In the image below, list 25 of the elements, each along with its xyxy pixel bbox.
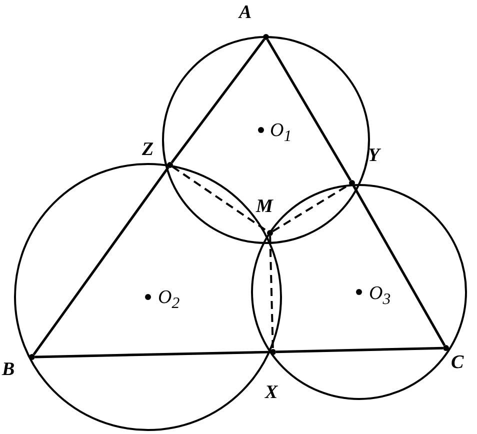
- point-label: A: [239, 3, 252, 22]
- line-segment: [276, 346, 444, 354]
- dashed-line: [269, 236, 274, 350]
- center-label: O$_{1}$: [270, 121, 292, 145]
- line-segment: [266, 38, 352, 182]
- point-label: C: [451, 353, 464, 372]
- point: [167, 162, 173, 168]
- point: [267, 230, 273, 236]
- point: [349, 180, 355, 186]
- dashed-line: [172, 166, 268, 232]
- point: [263, 34, 269, 40]
- line-segment: [170, 38, 266, 164]
- point-label: Z: [142, 140, 154, 159]
- line-segment: [352, 184, 446, 346]
- center-label: O$_{3}$: [369, 284, 391, 308]
- point-label: Y: [368, 146, 380, 165]
- line-segment: [32, 166, 170, 356]
- point: [270, 349, 276, 355]
- center-label: O$_{2}$: [158, 288, 180, 312]
- point-label: X: [265, 383, 278, 402]
- point: [29, 354, 35, 360]
- point-label: M: [256, 197, 273, 216]
- line-segment: [34, 350, 270, 358]
- point-label: B: [2, 360, 15, 379]
- point: [443, 345, 449, 351]
